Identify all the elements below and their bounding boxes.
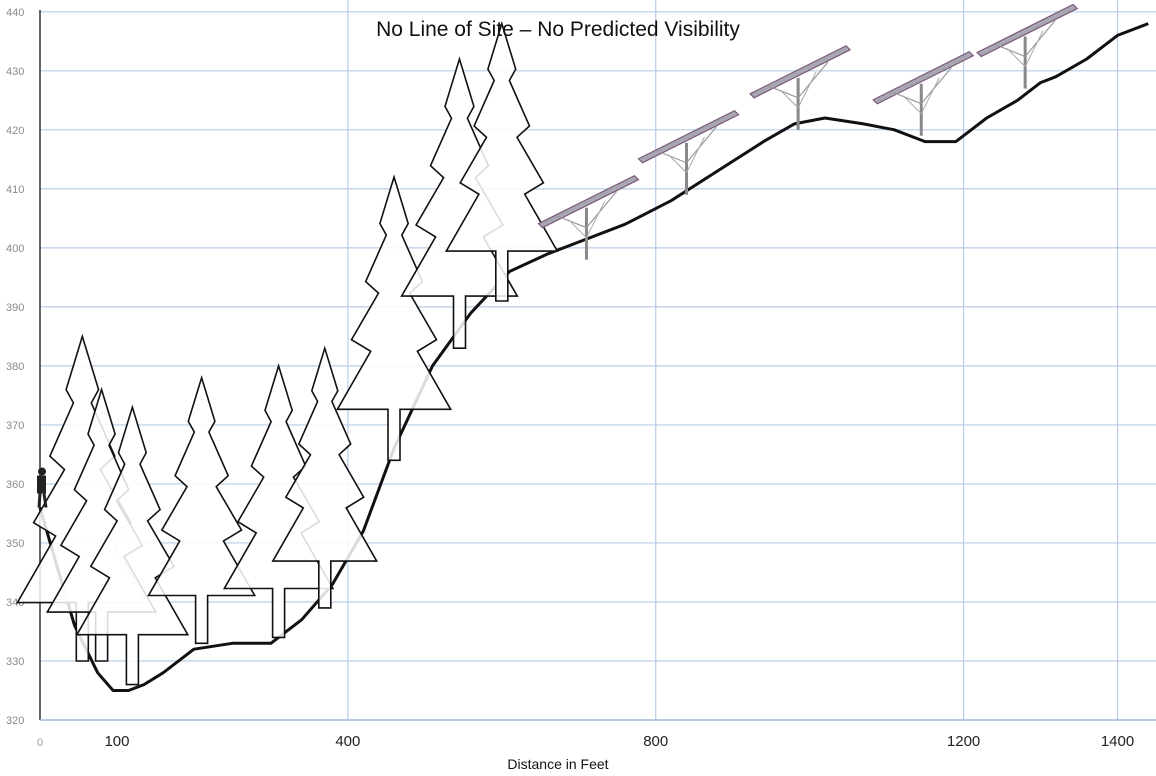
solar-panel-face xyxy=(537,174,640,229)
solar-panel-brace xyxy=(891,91,922,105)
solar-panel-brace xyxy=(585,191,617,229)
tree xyxy=(444,20,559,302)
solar-panel-face xyxy=(872,51,975,105)
solar-panel-brace xyxy=(568,219,587,239)
solar-panel xyxy=(537,174,640,260)
solar-panel-brace xyxy=(797,61,829,99)
y-tick-label: 430 xyxy=(6,66,24,78)
y-tick-label: 360 xyxy=(6,479,24,491)
chart-title: No Line of Site – No Predicted Visibilit… xyxy=(376,18,740,41)
y-tick-label: 320 xyxy=(6,715,24,727)
solar-panel-brace xyxy=(1024,30,1044,67)
solar-panel-face xyxy=(637,110,740,164)
x-tick-label: 800 xyxy=(643,733,668,750)
x-tick-label: 1200 xyxy=(947,733,980,750)
observer-figure xyxy=(37,467,48,508)
y-tick-label: 410 xyxy=(6,184,24,196)
solar-panel-brace xyxy=(656,150,687,164)
solar-panel-brace xyxy=(1006,48,1026,67)
solar-panel-brace xyxy=(994,43,1026,58)
solar-panel-brace xyxy=(797,71,817,109)
solar-panel xyxy=(872,51,975,136)
y-tick-label: 400 xyxy=(6,243,24,255)
solar-panel xyxy=(637,110,740,195)
x-tick-label: 100 xyxy=(104,733,129,750)
tree xyxy=(271,345,379,609)
solar-panel-brace xyxy=(902,95,922,115)
x-axis-label: Distance in Feet xyxy=(507,756,609,772)
tree xyxy=(75,404,190,686)
tree xyxy=(147,374,257,645)
y-tick-label: 370 xyxy=(6,420,24,432)
solar-panel-brace xyxy=(686,136,705,173)
solar-panel-brace xyxy=(556,215,587,229)
solar-panel xyxy=(976,3,1079,89)
tree-outline xyxy=(271,345,379,609)
gridlines xyxy=(40,0,1156,721)
tree-outline xyxy=(75,404,190,686)
solar-panel-brace xyxy=(767,85,799,99)
solar-panel-brace xyxy=(779,89,799,109)
y-tick-label: 350 xyxy=(6,538,24,550)
tree-outline xyxy=(147,374,257,645)
solar-panel-brace xyxy=(686,126,717,164)
x-tick-label: 0 xyxy=(37,737,43,749)
solar-panel xyxy=(749,45,852,130)
observer-leg xyxy=(42,493,48,508)
solar-panel-brace xyxy=(668,154,687,174)
y-tick-label: 420 xyxy=(6,125,24,137)
y-tick-label: 330 xyxy=(6,656,24,668)
x-tick-label: 1400 xyxy=(1101,733,1134,750)
solar-panel-brace xyxy=(586,201,605,238)
solar-panel-brace xyxy=(920,67,952,105)
solar-panel-face xyxy=(976,3,1079,58)
y-tick-label: 440 xyxy=(6,7,24,19)
solar-panel-brace xyxy=(1024,20,1056,57)
solar-panel-group xyxy=(537,3,1079,260)
solar-panel-brace xyxy=(920,77,940,114)
observer-head xyxy=(38,467,46,476)
observer-leg xyxy=(37,493,42,508)
tree-outline xyxy=(444,20,559,302)
tree-group xyxy=(16,20,559,686)
x-tick-label: 400 xyxy=(335,733,360,750)
y-tick-label: 390 xyxy=(6,302,24,314)
observer-body xyxy=(37,475,46,494)
solar-panel-face xyxy=(749,45,852,99)
y-tick-label: 380 xyxy=(6,361,24,373)
terrain-line xyxy=(38,22,1149,692)
tick-labels: 3203303403503603703803904004104204304400… xyxy=(6,7,1134,750)
terrain-profile xyxy=(38,22,1149,692)
